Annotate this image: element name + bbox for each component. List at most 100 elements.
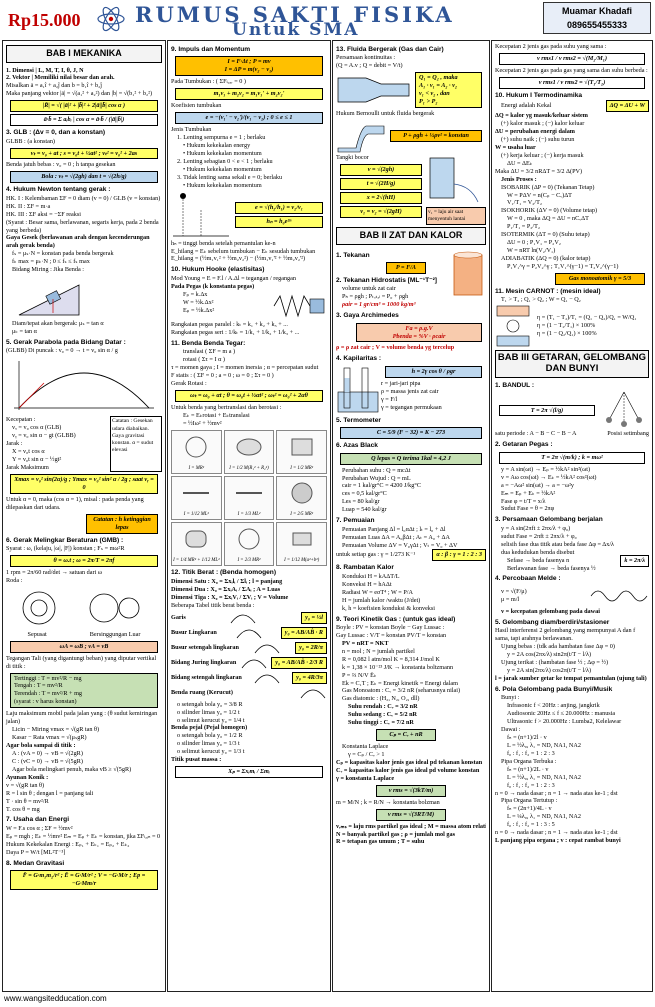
section-parabola: 5. Gerak Parabola pada Bidang Datar : [6,339,126,347]
text-line: dua kedudukan benda disebut [501,548,575,556]
formula-cp: Cₚ = Cᵥ + nR [376,729,436,742]
text-line: Hukum Kekekalan Energi : Eₚ₁ + Eₖ₁ = Eₚ₂… [6,840,130,848]
formula-glbb: vₜ = v₀ + at ; s = v₀t + ½at² ; vₜ² = v₀… [10,147,158,160]
text-line: o setengah bola y₀ = 1/2 R [177,732,243,740]
text-line: X = v₀t cos α [12,448,45,456]
text-line: ces = 0,5 kal/gr°C [342,490,387,498]
text-line: o selimut kerucut y₀ = 1/3 t [177,748,245,756]
tangki-note: v₁ = laju air saat menyentuh lantai [426,207,486,225]
text-line: η = (1 − Q₂/Q₁) × 100% [537,330,597,338]
bounce-diagram [173,192,229,236]
text-line: Kasar − Rata vmax = √(μₛgR) [12,734,87,742]
inertia-label: I = 1/3 ML² [237,512,261,518]
text-line: • Hukum kekekalan momentum [183,181,262,189]
section-pemuaian: 7. Pemuaian [336,517,375,525]
text-line: Pemuaian Volume ΔV = V₀γΔt ; Vₜ = V₀ + Δ… [342,541,458,549]
text-line: 2. Vektor | Memiliki nilai besar dan ara… [6,74,115,82]
text-line: selisih fase dua titik atau beda fase Δφ… [501,540,615,548]
text-line: Jarak Maksimum [6,464,49,472]
text-line: η = (1 − T₂/T₁) × 100% [537,322,596,330]
text-line: R = 0,082 l atm/mol K = 8,314 J/mol K [342,655,440,663]
formula-kapiler: h = 2γ cos θ / ρgr [385,365,482,378]
text-line: μₖ = tan α [12,328,37,336]
text-line: Gas diatomic : (H₂, N₂, O₂, dll) [342,695,420,703]
text-line: Audiosonic 20Hz ≤ f ≤ 20.000Hz : manusia [507,710,616,718]
text-line: Sefase → beda fasenya n [507,556,570,564]
text-line: ρ = massa jenis zat cair [381,387,439,395]
author-phone: 089655455333 [566,20,628,30]
formula-termometer: C = 5/9 (F − 32) = K − 273 [340,427,482,440]
centroid-shape-row: Benda ruang (Kerucut) [171,686,327,700]
text-line: Pada Tumbukan : ( ΣFₗᵤₐᵣ = 0 ) [171,78,246,86]
formula-tangki-x: x = 2√(hH) [340,192,422,204]
text-line: Pemuaian Panjang Δl = l₀αΔt ; lₜ = l₀ + … [342,525,446,533]
text-line: Gay Lussac : V/T = konstan PV/T = konsta… [336,631,447,639]
text-line: L = ½λ₀, λ₁ = ND, NA1, NA2 [507,741,581,749]
text-line: Ujung terikat : (hambatan fase ½ ; Δφ = … [501,659,609,667]
formula-kec2: v rms1 / v rms2 = √(T₁/T₂) [499,76,645,89]
formula-tangki-v12: v₁ = v₂ = √(2gH) [340,206,422,218]
formula-tangki-v: v = √(2gh) [340,164,422,177]
text-line: T. cos θ = mg [6,805,40,813]
text-line: Eₘ = Eₚ + Eₖ = ½kA² [501,489,556,497]
formula-pusat-massa: Xₚ = Σxᵢmᵢ / Σmᵢ [175,766,323,779]
text-line: 2. Lenting sebagian 0 < e < 1 ; berlaku [177,157,273,165]
catatan2-box: Catatan : h ketinggian lepas [86,513,158,534]
text-line: translasi ( ΣF = m a ) [183,348,236,355]
text-line: y = 2A cos(2πx/λ) sin2π(t/T − l/λ) [507,651,592,659]
formula-impuls: I = F·Δt ; P = mv I = ΔP = m(v₂ − v₁) [175,56,323,77]
text-line: • Hukum kekekalan momentum [183,165,262,173]
footer-website: www.wangsitedducation.com [4,994,107,1003]
text-line: HK. II : ΣF = m·a [6,202,51,210]
text-line: (+) kerja keluar ; (−) kerja masuk [501,151,584,159]
inertia-label: I = 1/12 M(a²+b²) [284,558,320,564]
text-line: Perubahan Wujud : Q = mL [342,474,411,482]
text-line: rotasi ( Στ = I α ) [183,355,225,363]
text-line: L = ¼λ₀, λ₁ = ND, NA1, NA2 [507,813,581,821]
text-line: Berlawanan fase → beda fasenya ½ [507,564,596,572]
text-line: Jenis Tumbukan [171,126,212,134]
text-line: Rangkaian pegas paralel : kₜ = k₁ + k₂ +… [171,320,288,328]
text-line: l = jarak sumber getar ke tempat pemantu… [495,674,647,682]
text-line: k, h = koefisien konduksi & konveksi [342,604,436,612]
text-line: R = l sin θ ; dengan l = panjang tali [6,789,94,797]
section-archimedes: 3. Gaya Archimedes [336,312,399,320]
inertia-cell: I = 2/3 MR² [223,522,275,567]
text-line: Les = 80 kal/gr [342,498,380,506]
text-line: W = nRT ln(V₂/V₁) [507,247,556,255]
text-line: f₀ : f₁ : f₂ = 1 : 2 : 3 [507,781,555,789]
inertia-label: I = 1/12 ML² [183,512,209,518]
text-line: Terendah : T = mv²/R + mg [14,690,82,698]
text-line: y = A sin(2πft ± 2πx/λ + φ₀) [501,524,571,532]
text-line: (Syarat : Besar sama, berlawanan, segari… [6,218,159,234]
section-gas: 9. Teori Kinetik Gas : (untuk gas ideal) [336,615,456,623]
inertia-label: I = 1/4 MR² + 1/12 ML² [173,558,220,564]
text-line: Jenis Proses : [501,175,537,183]
text-line: Fase φ = t/T = x/λ [501,497,546,505]
formula-resultant: |R̄| = √( |ā|² + |b̄|² + 2|ā||b̄| cos α … [10,100,158,113]
text-line: HK. I : Kelembaman ΣF = 0 diam (v = 0) /… [6,194,161,202]
text-line: fₙ = (n+1)/2l · v [507,733,547,741]
text-line: 1. Dimensi | L, M, T, I, θ, J, N [6,66,84,74]
roda-label-sepusat: Sepusat [27,630,47,638]
text-line: (+) kalor masuk ; (−) kalor keluar [501,120,585,128]
formula-tumbukan: m₁v₁ + m₂v₂ = m₁v₁' + m₂v₂' [175,88,323,101]
text-line: W = 0 , maka ΔQ = ΔU = nCᵥΔT [507,215,589,223]
formula-pegas: T = 2π √(m/k) ; k = mω² [499,451,645,464]
section-hidrostatis: 2. Tekanan Hidrostatis [ML⁻¹T⁻²] [336,276,437,284]
column-4: Kecepatan 2 jenis gas pada suhu yang sam… [491,40,653,992]
text-line: ISOTERMIK (ΔT = 0) (Suhu tetap) [501,231,590,239]
centroid-shape-icon [254,644,280,653]
text-line: P = ⅔ N/V Ēₖ [342,671,377,679]
text-line: Bunyi : [501,694,520,702]
text-line: a = −Aω² sin(ωt) → a = −ω²y [501,481,575,489]
text-line: Benda pejal (Pejal homogen) [171,724,248,732]
centroid-shape-icon [241,659,267,668]
section-kapiler: 4. Kapilaritas : [336,355,382,363]
text-line: Persamaan kontinuitas : [336,54,396,62]
text-line: Tengah : T = mv²/R [14,682,63,690]
